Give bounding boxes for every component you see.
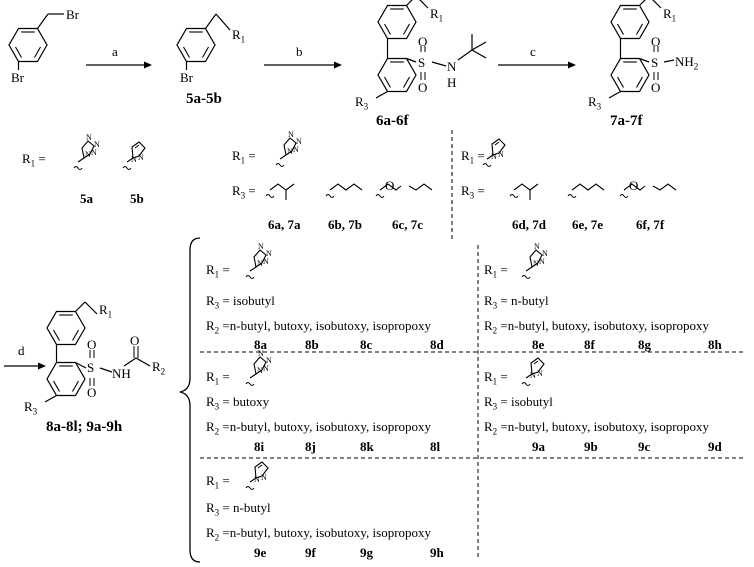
compound-6-structure	[375, 0, 487, 99]
cell-label-9g: 9g	[360, 545, 373, 560]
compound-8-s-atom: S	[87, 360, 95, 375]
legend-67-left-butoxy-o: O	[385, 178, 395, 193]
step-b-label: b	[296, 44, 303, 59]
compound-6-label: 6a-6f	[376, 113, 409, 129]
compound-6-r3-label: R3	[355, 94, 369, 112]
compound-6-s-atom: S	[418, 55, 426, 70]
compound-8-9-label: 8a-8l; 9a-9h	[46, 419, 123, 435]
cell-label-9e: 9e	[254, 545, 267, 560]
cell-label-9f: 9f	[305, 545, 316, 560]
starting-material-structure	[8, 13, 64, 70]
cell-label-8g: 8g	[638, 337, 651, 352]
cell-label-9h: 9h	[430, 545, 444, 560]
cell-label-8b: 8b	[305, 337, 319, 352]
cell-label-9b: 9b	[584, 439, 598, 454]
compound-5-label: 5a-5b	[186, 91, 222, 107]
arrow-c	[498, 61, 576, 69]
compound-7-r1-label: R1	[663, 6, 677, 24]
cell-r3-row: R3 = isobutyl	[206, 293, 275, 311]
compound-7-label: 7a-7f	[610, 113, 643, 129]
legend-67-right-butoxy-o: O	[629, 178, 639, 193]
legend-67-right-r3-eq: R3 =	[461, 183, 485, 201]
compound-5-r1-label: R1	[232, 27, 246, 45]
cell-r1-eq: R1 =	[206, 369, 230, 387]
cell-r3-row: R3 = isobutyl	[484, 394, 553, 412]
cell-r2-row: R2 =n-butyl, butoxy, isobutoxy, isopropo…	[206, 419, 432, 437]
compound-8-nh-label: NH	[112, 366, 131, 381]
cell-r3-row: R3 = n-butyl	[206, 500, 271, 518]
cell-label-9c: 9c	[638, 439, 651, 454]
compound-8-o-top: O	[87, 337, 97, 352]
compound-6-n-atom: N	[447, 59, 457, 74]
compound-8-carbonyl-o: O	[130, 333, 140, 348]
legend-6c7c-label: 6c, 7c	[392, 217, 424, 232]
cell-label-8c: 8c	[360, 337, 373, 352]
legend-67-right-r1-eq: R1 =	[461, 148, 485, 166]
legend-5-r1-eq: R1 =	[22, 151, 46, 169]
cell-label-9d: 9d	[708, 439, 722, 454]
cell-r1-eq: R1 =	[484, 262, 508, 280]
compound-7-r3-label: R3	[588, 94, 602, 112]
legend-5-r1-structures	[73, 132, 146, 171]
step-d-label: d	[18, 343, 25, 358]
compound-6-r1-label: R1	[430, 6, 444, 24]
cell-r2-row: R2 =n-butyl, butoxy, isobutoxy, isopropo…	[206, 525, 432, 543]
cell-label-8h: 8h	[708, 337, 722, 352]
atom-br-benzylic: Br	[66, 7, 79, 22]
table-grid	[200, 245, 744, 558]
compound-7-nh2-label: NH2	[675, 54, 699, 72]
legend-67-structures-pyrazole	[482, 138, 677, 201]
arrow-a	[86, 61, 152, 69]
compound-6-o-bottom: O	[418, 80, 428, 95]
compound-7-structure	[608, 0, 675, 99]
compound-5-structure	[176, 13, 231, 70]
compound-8-r1-label: R1	[99, 302, 113, 320]
atom-br-aryl: Br	[11, 70, 24, 85]
cell-r2-row: R2 =n-butyl, butoxy, isobutoxy, isopropo…	[484, 318, 710, 336]
cell-r2-row: R2 =n-butyl, butoxy, isobutoxy, isopropo…	[484, 419, 710, 437]
cell-label-8i: 8i	[254, 439, 265, 454]
cell-label-8d: 8d	[430, 337, 444, 352]
legend-5a-label: 5a	[80, 191, 93, 206]
compound-6-h-atom: H	[447, 75, 457, 90]
legend-6e7e-label: 6e, 7e	[572, 217, 604, 232]
cell-label-8k: 8k	[360, 439, 374, 454]
cell-r1-eq: R1 =	[484, 369, 508, 387]
legend-67-left-r3-eq: R3 =	[232, 183, 256, 201]
legend-6d7d-label: 6d, 7d	[512, 217, 546, 232]
cell-r1-eq: R1 =	[206, 262, 230, 280]
compound-5-br-label: Br	[180, 70, 193, 85]
compound-7-o-bottom: O	[651, 80, 661, 95]
compound-7-s-atom: S	[651, 55, 659, 70]
compound-8-r3-label: R3	[24, 399, 38, 417]
cell-label-8l: 8l	[430, 439, 441, 454]
cell-r2-row: R2 =n-butyl, butoxy, isobutoxy, isopropo…	[206, 318, 432, 336]
legend-5b-label: 5b	[130, 191, 144, 206]
cell-r3-row: R3 = n-butyl	[484, 293, 549, 311]
cell-r3-row: R3 = butoxy	[206, 394, 270, 412]
cell-label-9a: 9a	[532, 439, 545, 454]
arrow-b	[264, 61, 342, 69]
legend-6b7b-label: 6b, 7b	[328, 217, 362, 232]
cell-label-8a: 8a	[254, 337, 267, 352]
step-a-label: a	[112, 44, 118, 59]
table-brace	[179, 237, 201, 563]
legend-6a7a-label: 6a, 7a	[268, 217, 301, 232]
compound-8-9-structure	[4, 301, 151, 403]
legend-67-structures-tetrazole	[265, 129, 433, 201]
legend-67-left-r1-eq: R1 =	[232, 148, 256, 166]
cell-r1-eq: R1 =	[206, 473, 230, 491]
step-c-label: c	[530, 44, 536, 59]
compound-7-o-top: O	[651, 34, 661, 49]
compound-6-o-top: O	[418, 34, 428, 49]
legend-6f7f-label: 6f, 7f	[636, 217, 665, 232]
cell-label-8e: 8e	[532, 337, 545, 352]
cell-label-8j: 8j	[305, 439, 316, 454]
compound-8-r2-label: R2	[152, 359, 166, 377]
compound-8-o-bottom: O	[87, 385, 97, 400]
cell-label-8f: 8f	[584, 337, 595, 352]
